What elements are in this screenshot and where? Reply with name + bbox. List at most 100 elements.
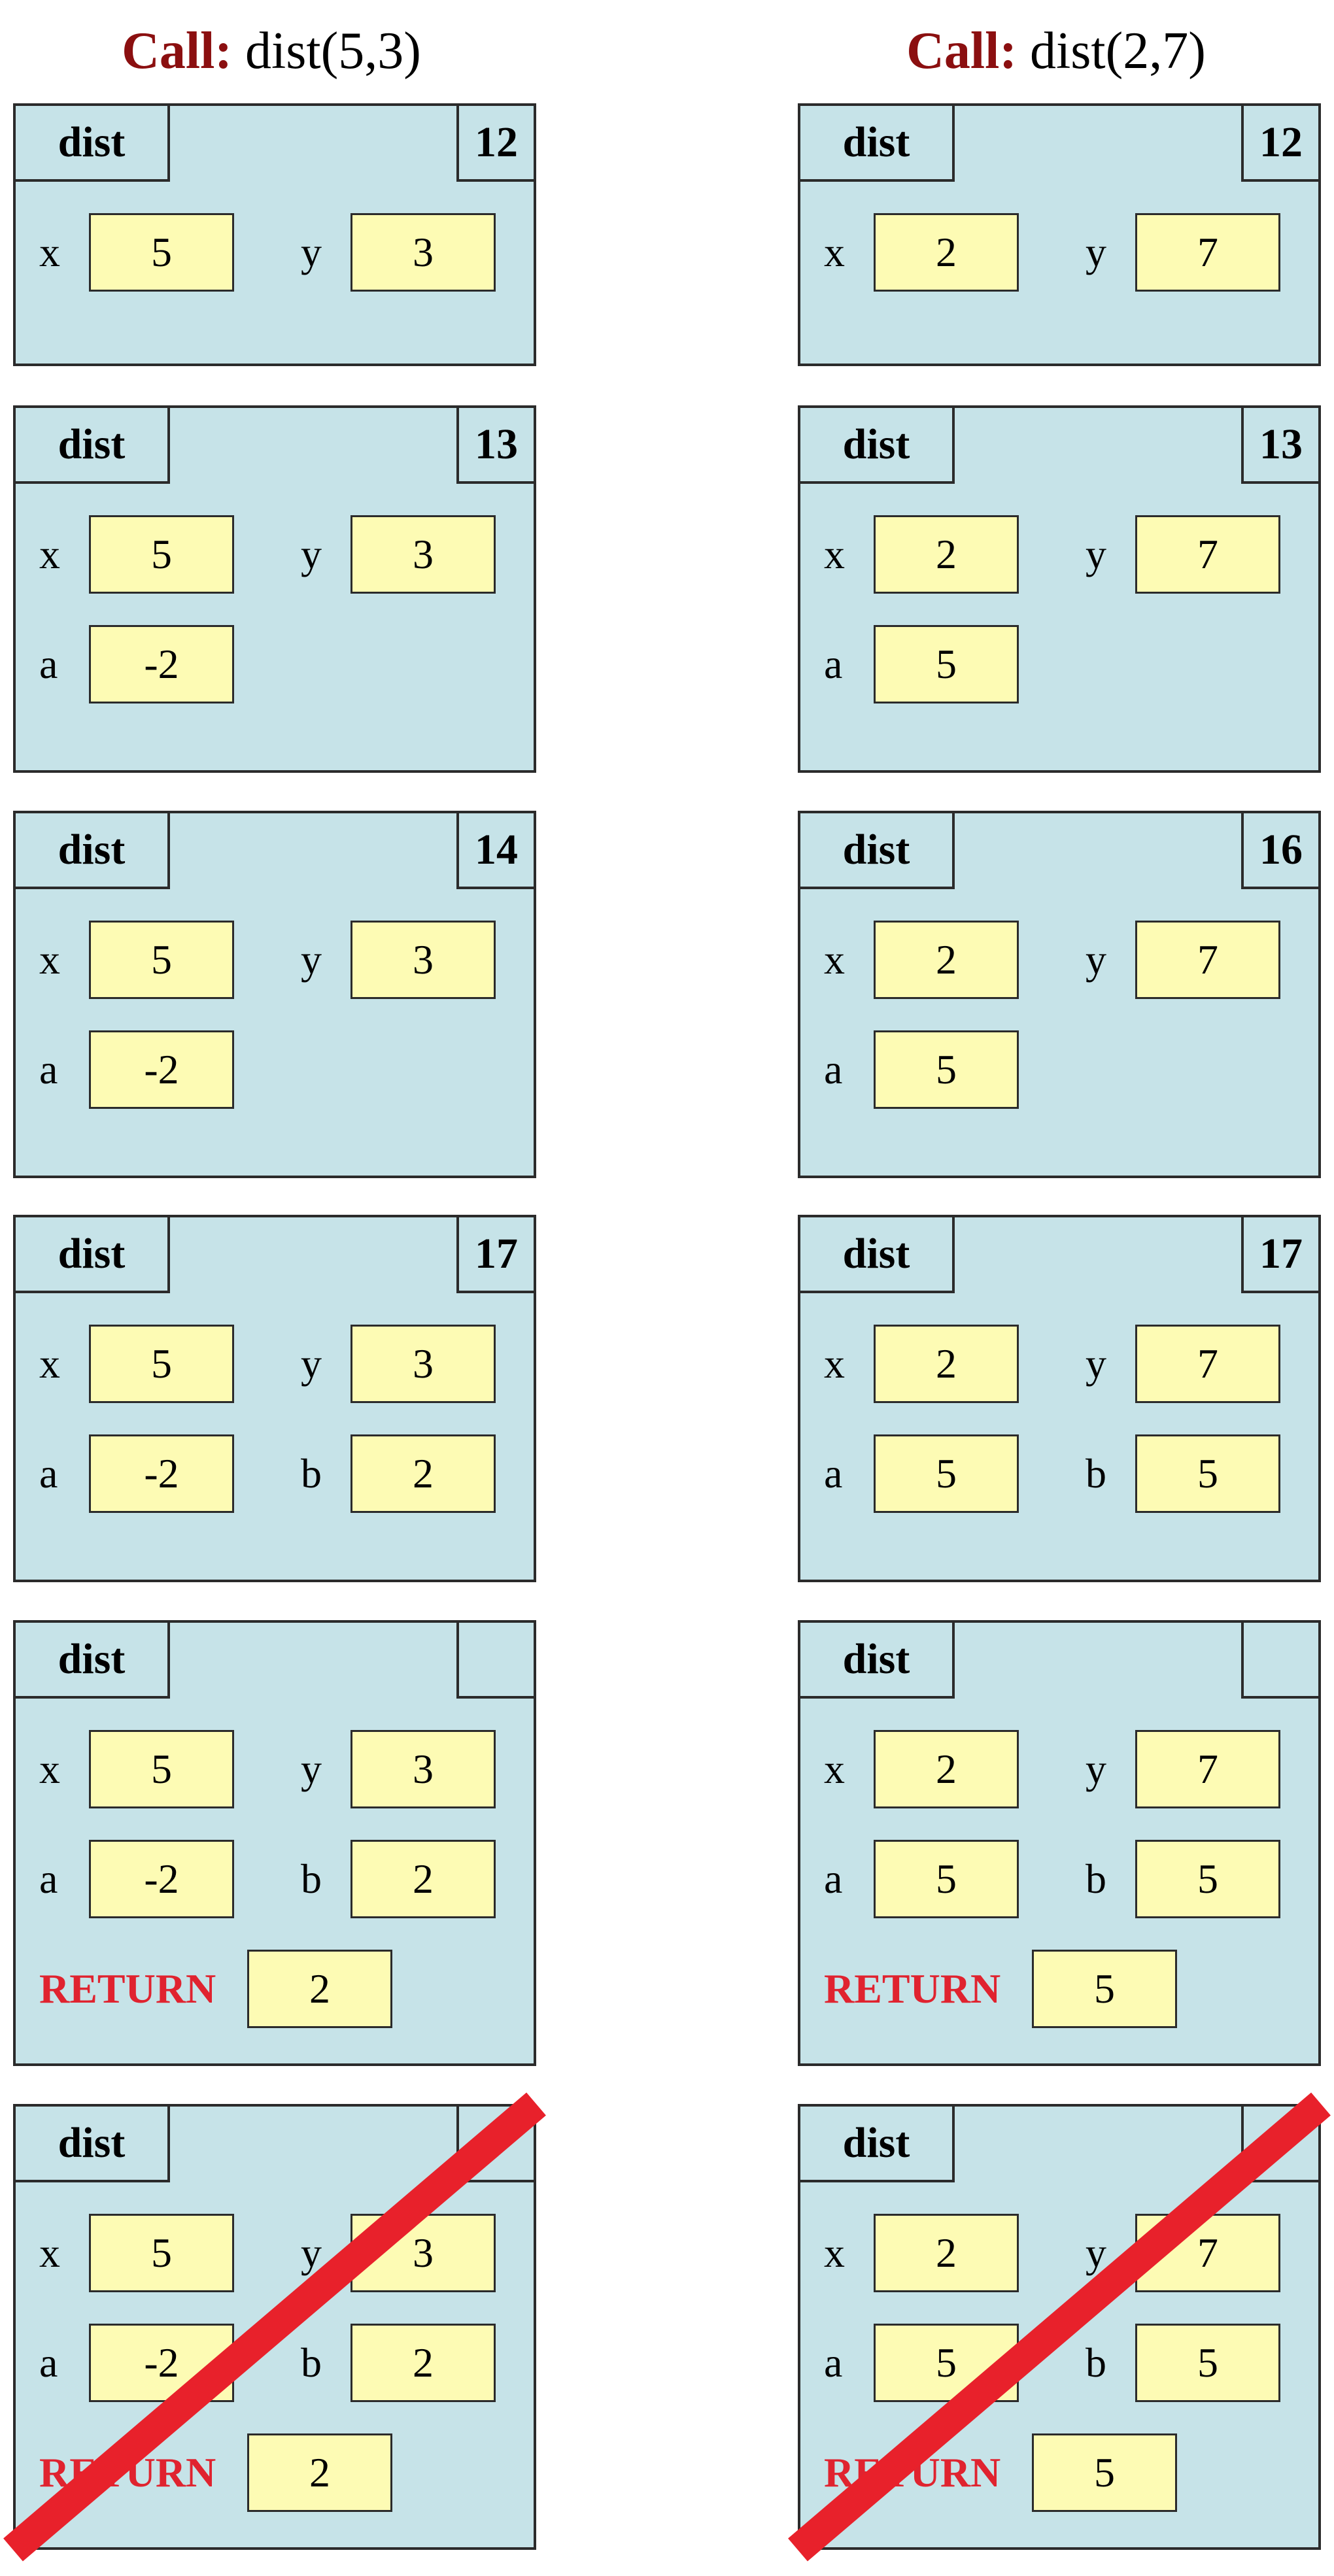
variable-name: a: [824, 641, 843, 687]
return-value-box: 5: [1032, 2433, 1177, 2512]
frame-function-name: dist: [798, 405, 955, 484]
variable-value-box: 3: [351, 921, 496, 999]
call-label: Call:: [906, 22, 1017, 80]
variable-value-box: -2: [89, 1840, 234, 1918]
variable-value-box: 3: [351, 213, 496, 292]
variable-name: x: [824, 2229, 845, 2276]
program-counter-box: 17: [1241, 1215, 1321, 1293]
variable-value-box: 2: [351, 2324, 496, 2402]
variable-value-box: 2: [351, 1434, 496, 1513]
variable-value-box: 3: [351, 1325, 496, 1403]
variable-value-box: -2: [89, 625, 234, 703]
variable-name: x: [824, 1746, 845, 1792]
variable-name: a: [824, 1856, 843, 1902]
variable-name: y: [1086, 936, 1106, 983]
variable-value-box: 7: [1135, 213, 1280, 292]
variable-name: x: [824, 1340, 845, 1387]
program-counter-box: 13: [456, 405, 536, 484]
variable-value-box: 2: [874, 1730, 1019, 1808]
variable-value-box: 2: [874, 2214, 1019, 2292]
variable-value-box: 5: [874, 1434, 1019, 1513]
variable-value-box: 2: [874, 515, 1019, 594]
program-counter-box: [456, 1620, 536, 1699]
variable-value-box: -2: [89, 2324, 234, 2402]
variable-value-box: 2: [351, 1840, 496, 1918]
variable-name: y: [301, 1340, 322, 1387]
variable-value-box: 5: [89, 515, 234, 594]
variable-value-box: 5: [1135, 2324, 1280, 2402]
call-expression: dist(5,3): [245, 22, 421, 80]
program-counter-box: 14: [456, 811, 536, 889]
variable-value-box: -2: [89, 1434, 234, 1513]
frame-function-name: dist: [798, 811, 955, 889]
variable-name: a: [39, 641, 58, 687]
variable-name: y: [301, 2229, 322, 2276]
variable-name: y: [1086, 1746, 1106, 1792]
variable-name: b: [301, 2339, 322, 2386]
variable-name: y: [301, 531, 322, 577]
variable-name: y: [1086, 229, 1106, 275]
variable-value-box: 7: [1135, 515, 1280, 594]
call-expression: dist(2,7): [1030, 22, 1206, 80]
frame-function-name: dist: [798, 2104, 955, 2182]
variable-name: y: [301, 936, 322, 983]
program-counter-box: [456, 2104, 536, 2182]
variable-name: x: [39, 229, 60, 275]
variable-value-box: 5: [874, 625, 1019, 703]
variable-name: x: [824, 936, 845, 983]
frame-function-name: dist: [798, 103, 955, 182]
variable-value-box: 5: [874, 2324, 1019, 2402]
return-label: RETURN: [39, 2449, 216, 2496]
variable-value-box: 5: [874, 1840, 1019, 1918]
variable-name: b: [301, 1856, 322, 1902]
variable-value-box: 2: [874, 921, 1019, 999]
variable-name: b: [1086, 1856, 1106, 1902]
variable-name: x: [39, 1340, 60, 1387]
variable-name: y: [301, 1746, 322, 1792]
frame-function-name: dist: [13, 2104, 170, 2182]
return-value-box: 5: [1032, 1950, 1177, 2028]
variable-name: a: [39, 1856, 58, 1902]
variable-name: x: [39, 936, 60, 983]
variable-value-box: 5: [89, 2214, 234, 2292]
return-value-box: 2: [247, 1950, 392, 2028]
frame-function-name: dist: [13, 1620, 170, 1699]
variable-name: a: [39, 1450, 58, 1497]
program-counter-box: 12: [456, 103, 536, 182]
return-value-box: 2: [247, 2433, 392, 2512]
variable-name: x: [824, 229, 845, 275]
variable-name: y: [301, 229, 322, 275]
variable-name: a: [824, 1046, 843, 1093]
variable-value-box: -2: [89, 1030, 234, 1109]
variable-value-box: 5: [89, 213, 234, 292]
variable-value-box: 7: [1135, 921, 1280, 999]
variable-name: x: [39, 1746, 60, 1792]
return-label: RETURN: [824, 2449, 1001, 2496]
return-label: RETURN: [824, 1965, 1001, 2012]
variable-name: x: [824, 531, 845, 577]
frame-function-name: dist: [13, 811, 170, 889]
program-counter-box: 17: [456, 1215, 536, 1293]
frame-function-name: dist: [798, 1620, 955, 1699]
variable-value-box: 7: [1135, 1730, 1280, 1808]
variable-value-box: 2: [874, 1325, 1019, 1403]
variable-value-box: 3: [351, 515, 496, 594]
variable-name: y: [1086, 531, 1106, 577]
call-heading: Call: dist(2,7): [785, 18, 1327, 84]
frame-function-name: dist: [13, 405, 170, 484]
program-counter-box: [1241, 2104, 1321, 2182]
variable-value-box: 5: [874, 1030, 1019, 1109]
